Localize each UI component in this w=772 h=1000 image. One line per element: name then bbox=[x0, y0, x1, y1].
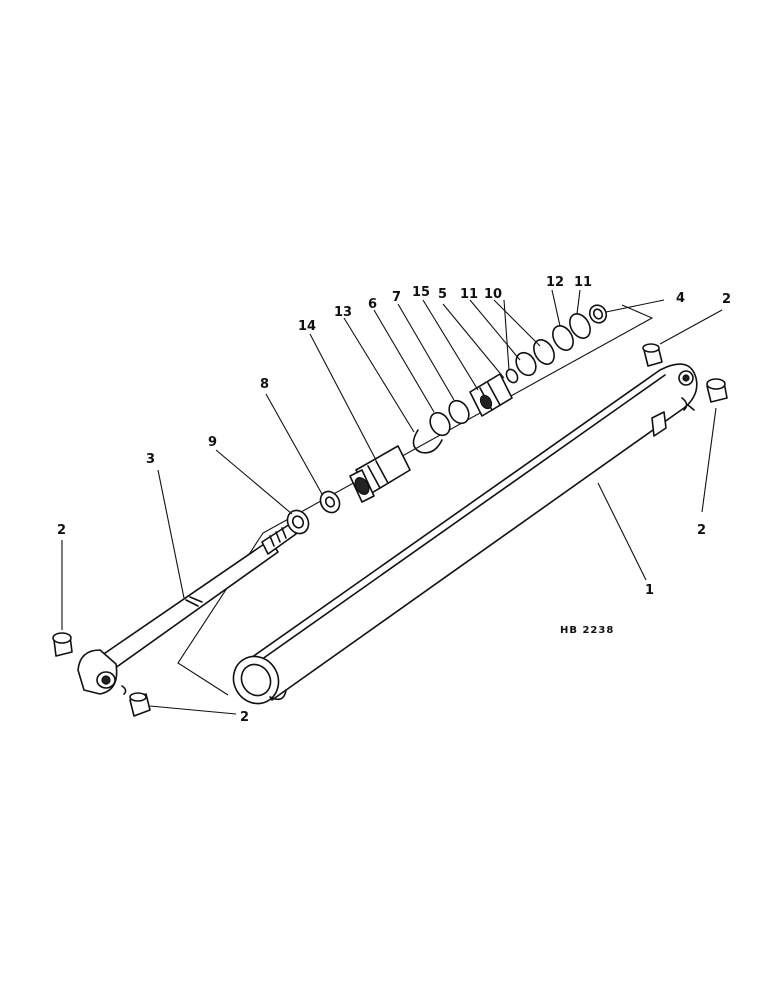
gland bbox=[349, 445, 411, 503]
callout-6: 6 bbox=[368, 297, 377, 312]
wiper-ring bbox=[319, 490, 341, 514]
backup-ring bbox=[448, 399, 470, 425]
callout-2-right: 2 bbox=[697, 523, 706, 538]
callout-8: 8 bbox=[260, 377, 269, 392]
bushing-top-right bbox=[642, 343, 663, 367]
callout-1: 1 bbox=[645, 583, 654, 598]
callout-7: 7 bbox=[392, 290, 401, 305]
piston-seal-ring-inner bbox=[515, 351, 537, 377]
piston-seal-ring-outer bbox=[569, 313, 591, 339]
piston-o-ring bbox=[505, 368, 519, 384]
callout-11-right: 11 bbox=[574, 275, 592, 290]
explosion-bracket bbox=[177, 304, 654, 696]
piston-rod bbox=[77, 523, 297, 695]
callout-2-bottom: 2 bbox=[240, 710, 249, 725]
bushing-left bbox=[52, 632, 73, 657]
cylinder-tube bbox=[232, 363, 698, 705]
piston-seal-ring bbox=[552, 325, 574, 351]
callout-13: 13 bbox=[334, 305, 352, 320]
drawing-code: HB 2238 bbox=[560, 625, 614, 636]
piston-nut bbox=[588, 304, 608, 324]
callout-5: 5 bbox=[438, 287, 447, 302]
callout-2-left: 2 bbox=[57, 523, 66, 538]
callout-labels: 1 2 2 2 2 3 4 5 6 7 8 9 10 11 11 12 13 1… bbox=[57, 275, 731, 725]
callout-11-left: 11 bbox=[460, 287, 478, 302]
callout-12: 12 bbox=[546, 275, 564, 290]
rod-seal bbox=[286, 509, 310, 535]
piston bbox=[469, 373, 513, 417]
callout-14: 14 bbox=[298, 319, 316, 334]
callout-4: 4 bbox=[676, 291, 685, 306]
bushing-bottom bbox=[121, 685, 151, 717]
bushing-right bbox=[706, 378, 728, 403]
callout-3: 3 bbox=[146, 452, 155, 467]
o-ring bbox=[429, 411, 451, 437]
callout-9: 9 bbox=[208, 435, 217, 450]
callout-15: 15 bbox=[412, 285, 430, 300]
callout-10: 10 bbox=[484, 287, 502, 302]
snap-ring bbox=[412, 429, 443, 454]
piston-backup-ring bbox=[533, 339, 555, 365]
callout-2-top-right: 2 bbox=[722, 292, 731, 307]
leader-lines bbox=[61, 289, 723, 715]
